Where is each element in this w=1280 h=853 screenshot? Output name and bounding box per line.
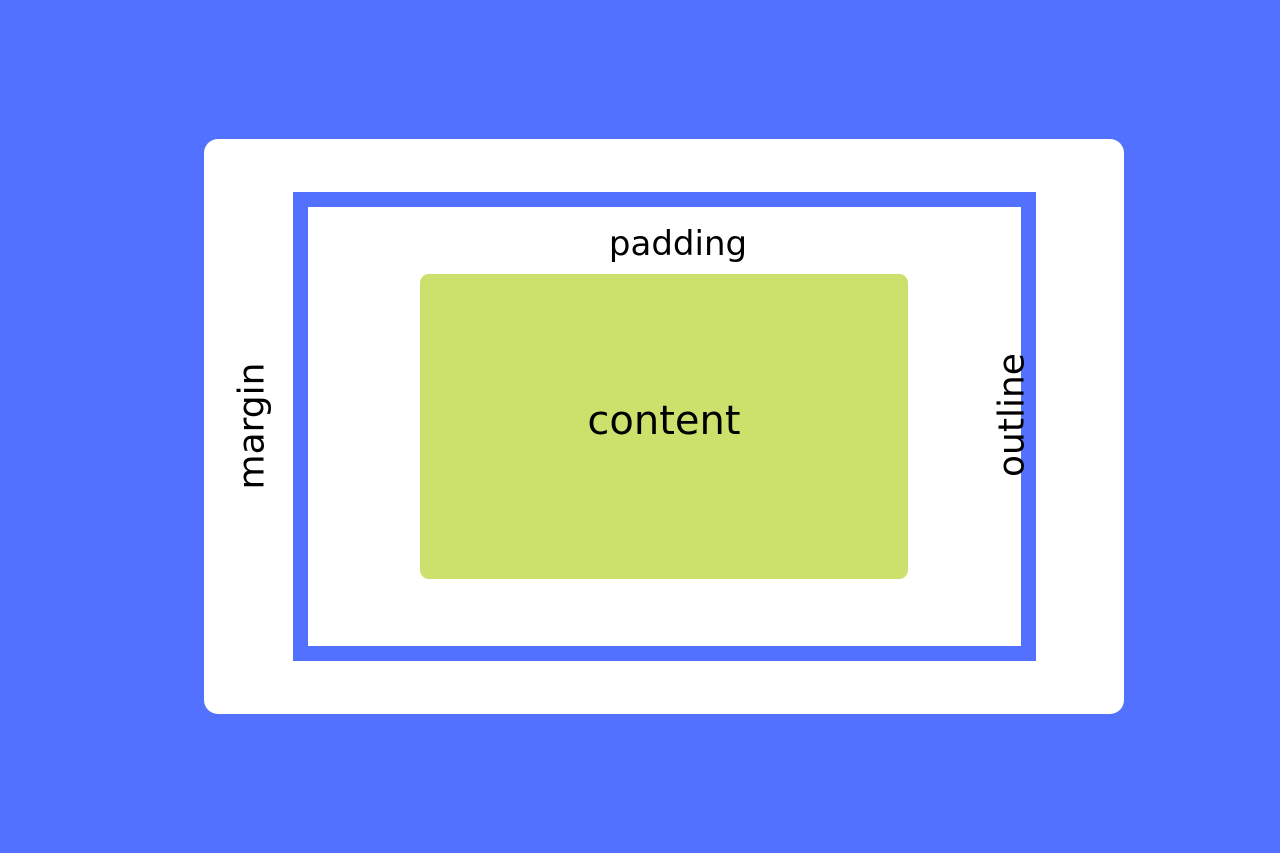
margin-label: margin (231, 362, 273, 490)
padding-label: padding (608, 224, 748, 264)
outline-label: outline (991, 353, 1033, 477)
content-label: content (587, 397, 741, 444)
content-area: content (420, 274, 908, 579)
